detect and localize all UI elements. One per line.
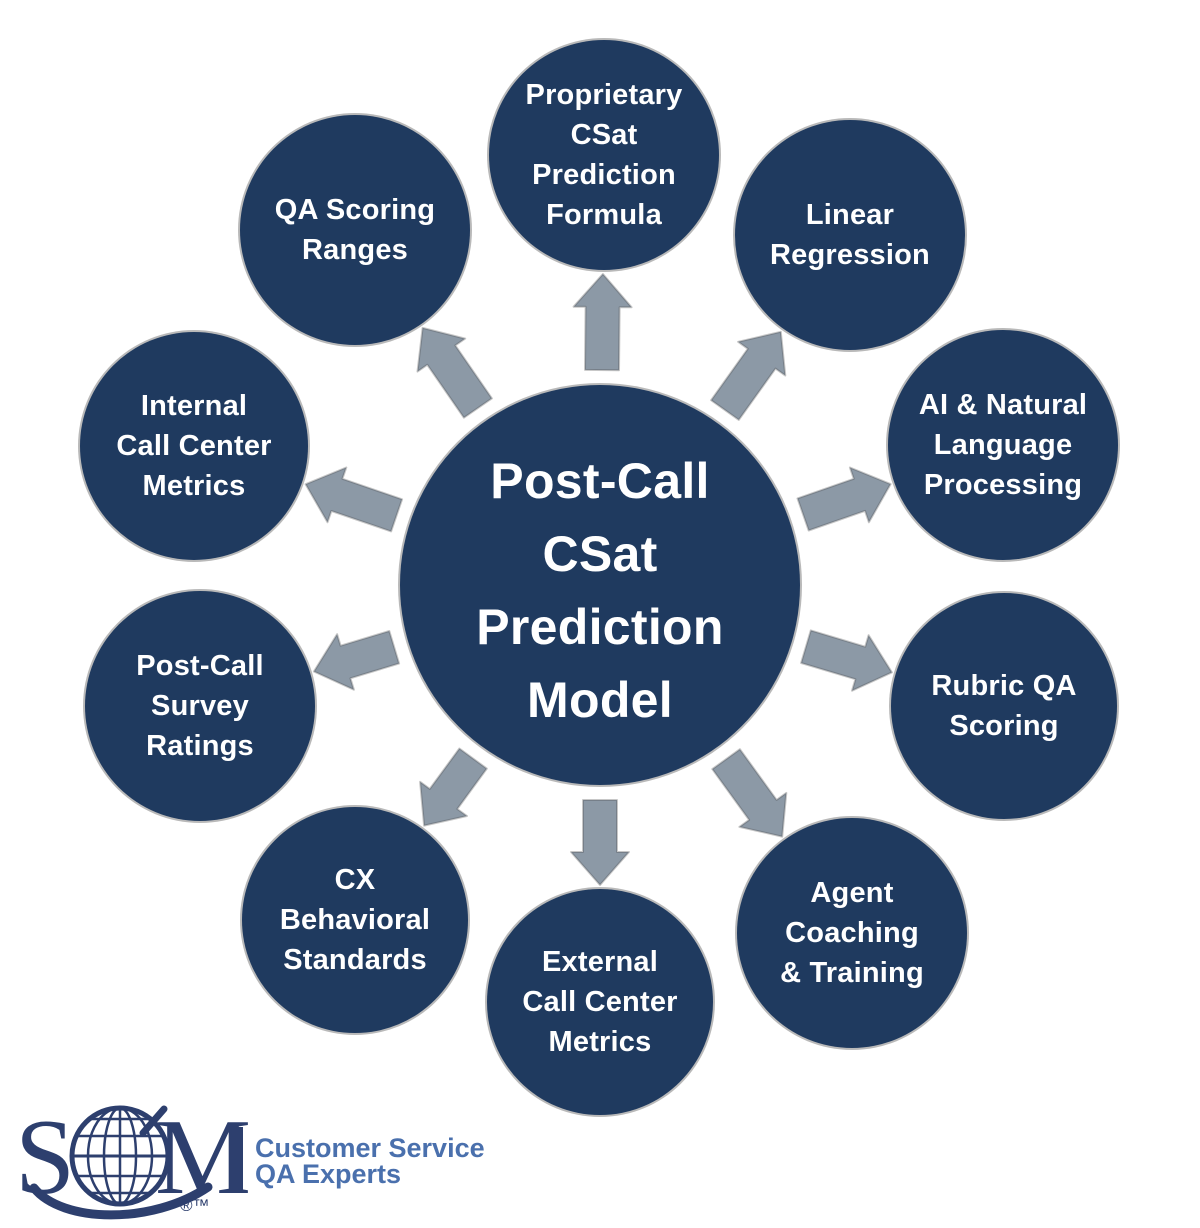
node-label-line: External [541, 946, 659, 978]
sqm-logo: S M ®™ Customer Service QA Experts [12, 1083, 532, 1228]
node-label-line: Processing [923, 469, 1083, 501]
node-label-line: CSat [542, 526, 658, 582]
arrow-to-agent-coaching-training [711, 748, 788, 838]
node-label-line: Rubric QA [931, 670, 1077, 702]
orbit-swoosh [29, 1105, 213, 1220]
node-label-line: CX [334, 864, 376, 896]
node-label-line: Prediction [532, 159, 676, 191]
node-label-line: Post-Call [136, 650, 264, 682]
node-label-line: Ratings [146, 730, 254, 762]
node-label-line: Call Center [522, 986, 678, 1018]
node-label-line: Ranges [302, 234, 408, 266]
logo-tagline-line2: QA Experts [255, 1159, 401, 1189]
node-label-line: Agent [810, 877, 894, 909]
logo-divider [237, 1127, 243, 1193]
node-label-line: AI & Natural [918, 389, 1088, 421]
node-label-line: Standards [283, 944, 427, 976]
arrow-to-internal-call-center-metrics [304, 466, 404, 533]
node-rubric-qa-scoring: Rubric QA Scoring [891, 593, 1117, 819]
node-label-line: Scoring [949, 710, 1059, 742]
logo-letter-m: M [155, 1098, 251, 1217]
arrow-to-linear-regression [710, 330, 787, 421]
arrow-to-cx-behavioral-standards [419, 747, 488, 827]
arrow-to-ai-natural-language-processing [796, 466, 892, 532]
arrow-to-qa-scoring-ranges [416, 326, 493, 419]
node-label-line: Call Center [116, 430, 272, 462]
node-label-line: CSat [570, 119, 638, 151]
node-label-line: Prediction [476, 599, 724, 655]
node-label-line: QA Scoring [274, 194, 436, 226]
node-label-line: Survey [151, 690, 249, 722]
node-label-line: Post-Call [490, 453, 710, 509]
trademark-marks: ®™ [180, 1196, 210, 1215]
arrow-to-proprietary-csat-prediction-formula [572, 273, 633, 372]
node-label-line: Linear [805, 199, 895, 231]
arrow-to-rubric-qa-scoring [800, 629, 893, 692]
node-label-line: Metrics [142, 470, 246, 502]
node-label-line: Metrics [548, 1026, 652, 1058]
arrow-to-post-call-survey-ratings [312, 630, 401, 691]
node-label-line: Regression [770, 239, 930, 271]
node-label-line: Language [933, 429, 1073, 461]
node-label-line: Model [527, 672, 673, 728]
globe-icon [69, 1105, 171, 1207]
arrow-to-external-call-center-metrics [570, 799, 630, 886]
logo-tagline-line1: Customer Service [255, 1133, 485, 1163]
node-label-line: Coaching [785, 917, 919, 949]
node-label-line: Internal [140, 390, 248, 422]
node-label-line: & Training [780, 957, 924, 989]
node-label-line: Proprietary [525, 79, 683, 111]
node-label-line: Behavioral [279, 904, 431, 936]
node-label-line: Formula [546, 199, 662, 231]
